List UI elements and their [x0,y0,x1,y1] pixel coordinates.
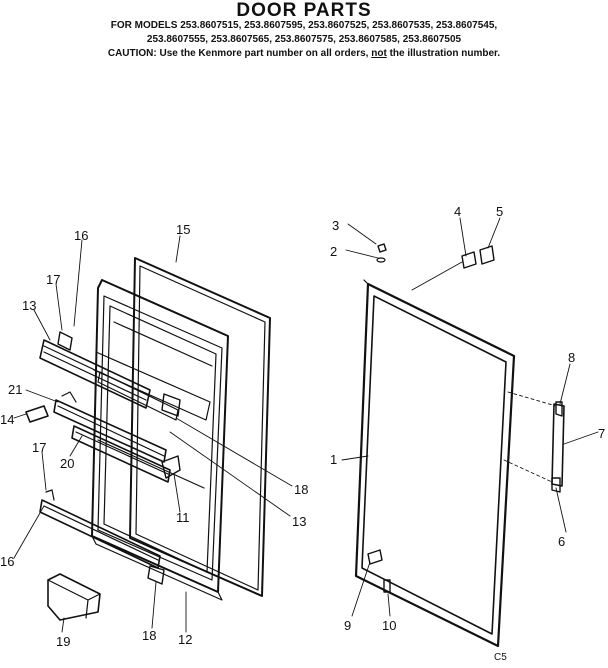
door-shelf-20 [71,425,171,483]
callout-9: 9 [344,618,351,633]
caution-note: CAUTION: Use the Kenmore part number on … [0,48,608,59]
callout-6: 6 [558,534,565,549]
shelf-end-cap-18-lower [147,565,165,585]
shelf-bar-21 [53,391,167,463]
callout-14: 14 [0,412,14,427]
caution-emphasis: not [371,48,387,59]
callout-13-upper: 13 [22,298,36,313]
door-handle-7 [551,401,565,493]
end-clip-17-upper [57,331,73,351]
callout-1: 1 [330,452,337,467]
figure-code: C5 [494,652,507,663]
handle-mount-lines [503,391,557,483]
model-list-line-1: FOR MODELS 253.8607515, 253.8607595, 253… [110,20,498,31]
model-list-line-2: 253.8607555, 253.8607565, 253.8607575, 2… [146,34,462,45]
callout-16-upper: 16 [74,228,88,243]
door-panel-15 [129,257,271,597]
callout-10: 10 [382,618,396,633]
shelf-retainer-11 [161,455,181,479]
callout-20: 20 [60,456,74,471]
callout-12: 12 [178,632,192,647]
clip-14 [25,405,49,423]
callout-13-lower: 13 [292,514,306,529]
hinge-bracket-5 [479,245,495,265]
callout-3: 3 [332,218,339,233]
callout-19: 19 [56,634,70,649]
door-liner-12 [91,279,229,601]
callout-8: 8 [568,350,575,365]
callout-17-lower: 17 [32,440,46,455]
bottom-pin-10 [383,579,391,593]
outer-door-1 [354,279,516,648]
callout-18-upper: 18 [294,482,308,497]
callout-17-upper: 17 [46,272,60,287]
callout-21: 21 [8,382,22,397]
shelf-end-cap-18-upper [161,393,181,417]
leader-lines-left [13,235,293,633]
bin-19 [47,573,101,621]
callout-18-lower: 18 [142,628,156,643]
callout-16-lower: 16 [0,554,14,569]
hinge-pin-2-3 [376,243,387,263]
page-title: DOOR PARTS [236,0,372,21]
callout-11: 11 [176,510,190,525]
shelf-bar-13-upper [39,339,179,421]
callout-7: 7 [598,426,605,441]
caution-prefix: CAUTION: Use the Kenmore part number on … [107,48,369,59]
caution-suffix: the illustration number. [389,48,501,59]
callout-labels: 16 15 17 13 21 14 20 17 16 18 13 11 12 1… [0,204,605,649]
callout-15: 15 [176,222,190,237]
bottom-hinge-9 [367,549,383,565]
callout-4: 4 [454,204,461,219]
bottom-shelf-bar-16 [39,489,161,569]
callout-2: 2 [330,244,337,259]
hinge-bracket-4 [461,251,477,269]
leader-lines-right [341,217,599,617]
callout-5: 5 [496,204,503,219]
